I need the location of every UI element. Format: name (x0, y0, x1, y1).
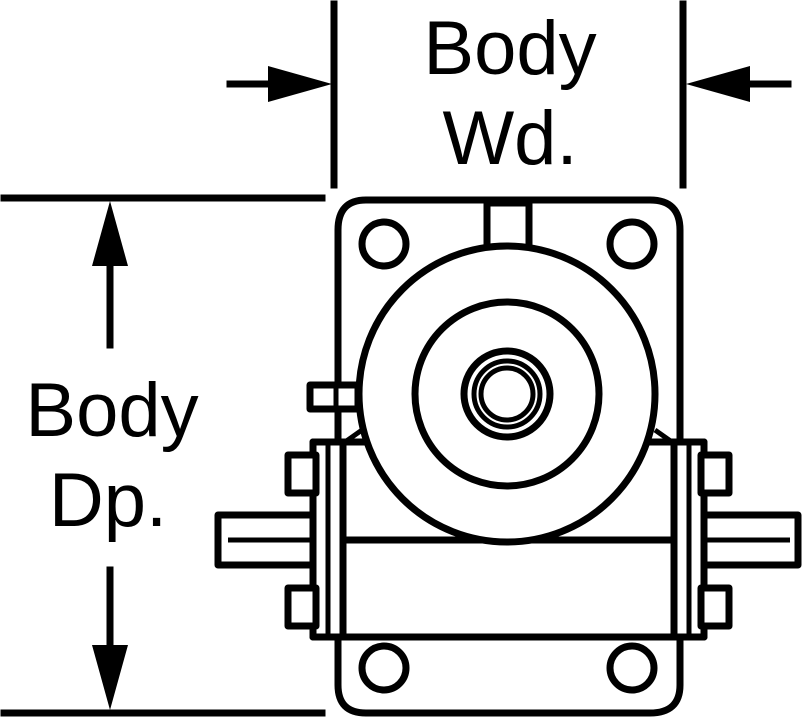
bolt-right-upper (697, 451, 733, 497)
right-transition-line (653, 427, 674, 445)
width-arrow-right-head (686, 66, 750, 102)
depth-label-line2: Dp. (49, 458, 167, 543)
mount-hole-top-left (358, 218, 410, 270)
depth-label-line1: Body (25, 368, 198, 453)
output-hub-middle (471, 358, 543, 430)
width-label-line1: Body (423, 6, 596, 91)
mount-hole-bottom-right (606, 642, 658, 694)
bolt-right-lower (697, 584, 733, 630)
body-width-dimension: Body Wd. (226, 0, 792, 189)
depth-arrow-bottom-head (92, 645, 128, 710)
gear-cover-inner-ring (411, 298, 603, 490)
bolt-left-upper (284, 451, 320, 497)
output-hub-outer (460, 347, 554, 441)
width-arrow-left-head (268, 66, 332, 102)
output-hub-bore (478, 365, 536, 423)
mount-hole-top-right (606, 218, 658, 270)
body-depth-dimension: Body Dp. (0, 194, 326, 717)
bolt-left-lower (284, 584, 320, 630)
mount-hole-bottom-left (358, 642, 410, 694)
width-label-line2: Wd. (442, 96, 577, 181)
depth-arrow-top-head (92, 201, 128, 266)
gearbox-body (214, 196, 802, 717)
left-transition-line (343, 427, 364, 445)
gear-cover-outer (355, 242, 659, 546)
left-shaft (214, 511, 322, 569)
right-shaft (694, 511, 802, 569)
